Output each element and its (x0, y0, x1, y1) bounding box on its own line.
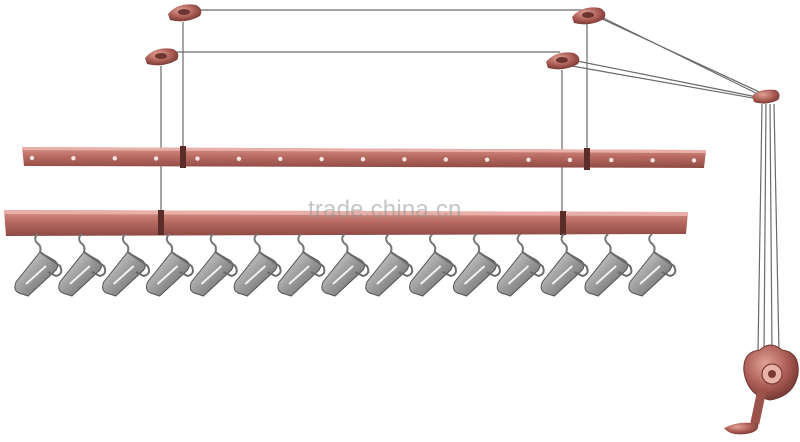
ceiling-pulley-rear-left (168, 4, 202, 22)
hanger (496, 233, 545, 297)
hanger (365, 233, 414, 297)
hanger (409, 233, 458, 297)
rail-hole (236, 156, 242, 161)
hangers (14, 233, 677, 297)
hand-crank-winder (724, 344, 799, 435)
rail-hole (484, 157, 490, 162)
rail-hole (443, 157, 448, 162)
lower-rail (4, 210, 688, 236)
rail-hole (112, 156, 118, 161)
rail-hole (153, 156, 159, 161)
rail-hole (691, 158, 697, 163)
hanger (277, 233, 326, 297)
cables (160, 9, 780, 353)
rail-hole (567, 157, 573, 163)
hanger (628, 233, 677, 297)
hanger (58, 233, 107, 297)
ceiling-pulley-rear-right (572, 7, 606, 25)
hanger (14, 233, 63, 297)
rail-hole (29, 155, 35, 161)
hanger (321, 233, 370, 297)
hanger (233, 233, 282, 297)
hanger (189, 233, 238, 297)
rail-hole (402, 157, 407, 162)
rail-hole (278, 156, 283, 162)
hanger (452, 233, 501, 297)
watermark-text: trade.china.cn (308, 196, 462, 223)
hanger (102, 233, 151, 297)
hanger (584, 233, 633, 297)
rail-hole (650, 158, 655, 163)
hanger (540, 233, 589, 297)
corner-pulley (752, 89, 780, 104)
ceiling-pulley-front-left (145, 48, 179, 66)
rail-hole (360, 157, 366, 162)
upper-rail (22, 146, 706, 170)
hanger (145, 233, 194, 297)
ceiling-pulley-front-right (546, 52, 580, 70)
rail-hole (195, 156, 200, 161)
rail-hole (71, 156, 76, 161)
rail-hole (609, 157, 614, 163)
rail-hole (526, 157, 531, 162)
rail-hole (319, 156, 324, 162)
